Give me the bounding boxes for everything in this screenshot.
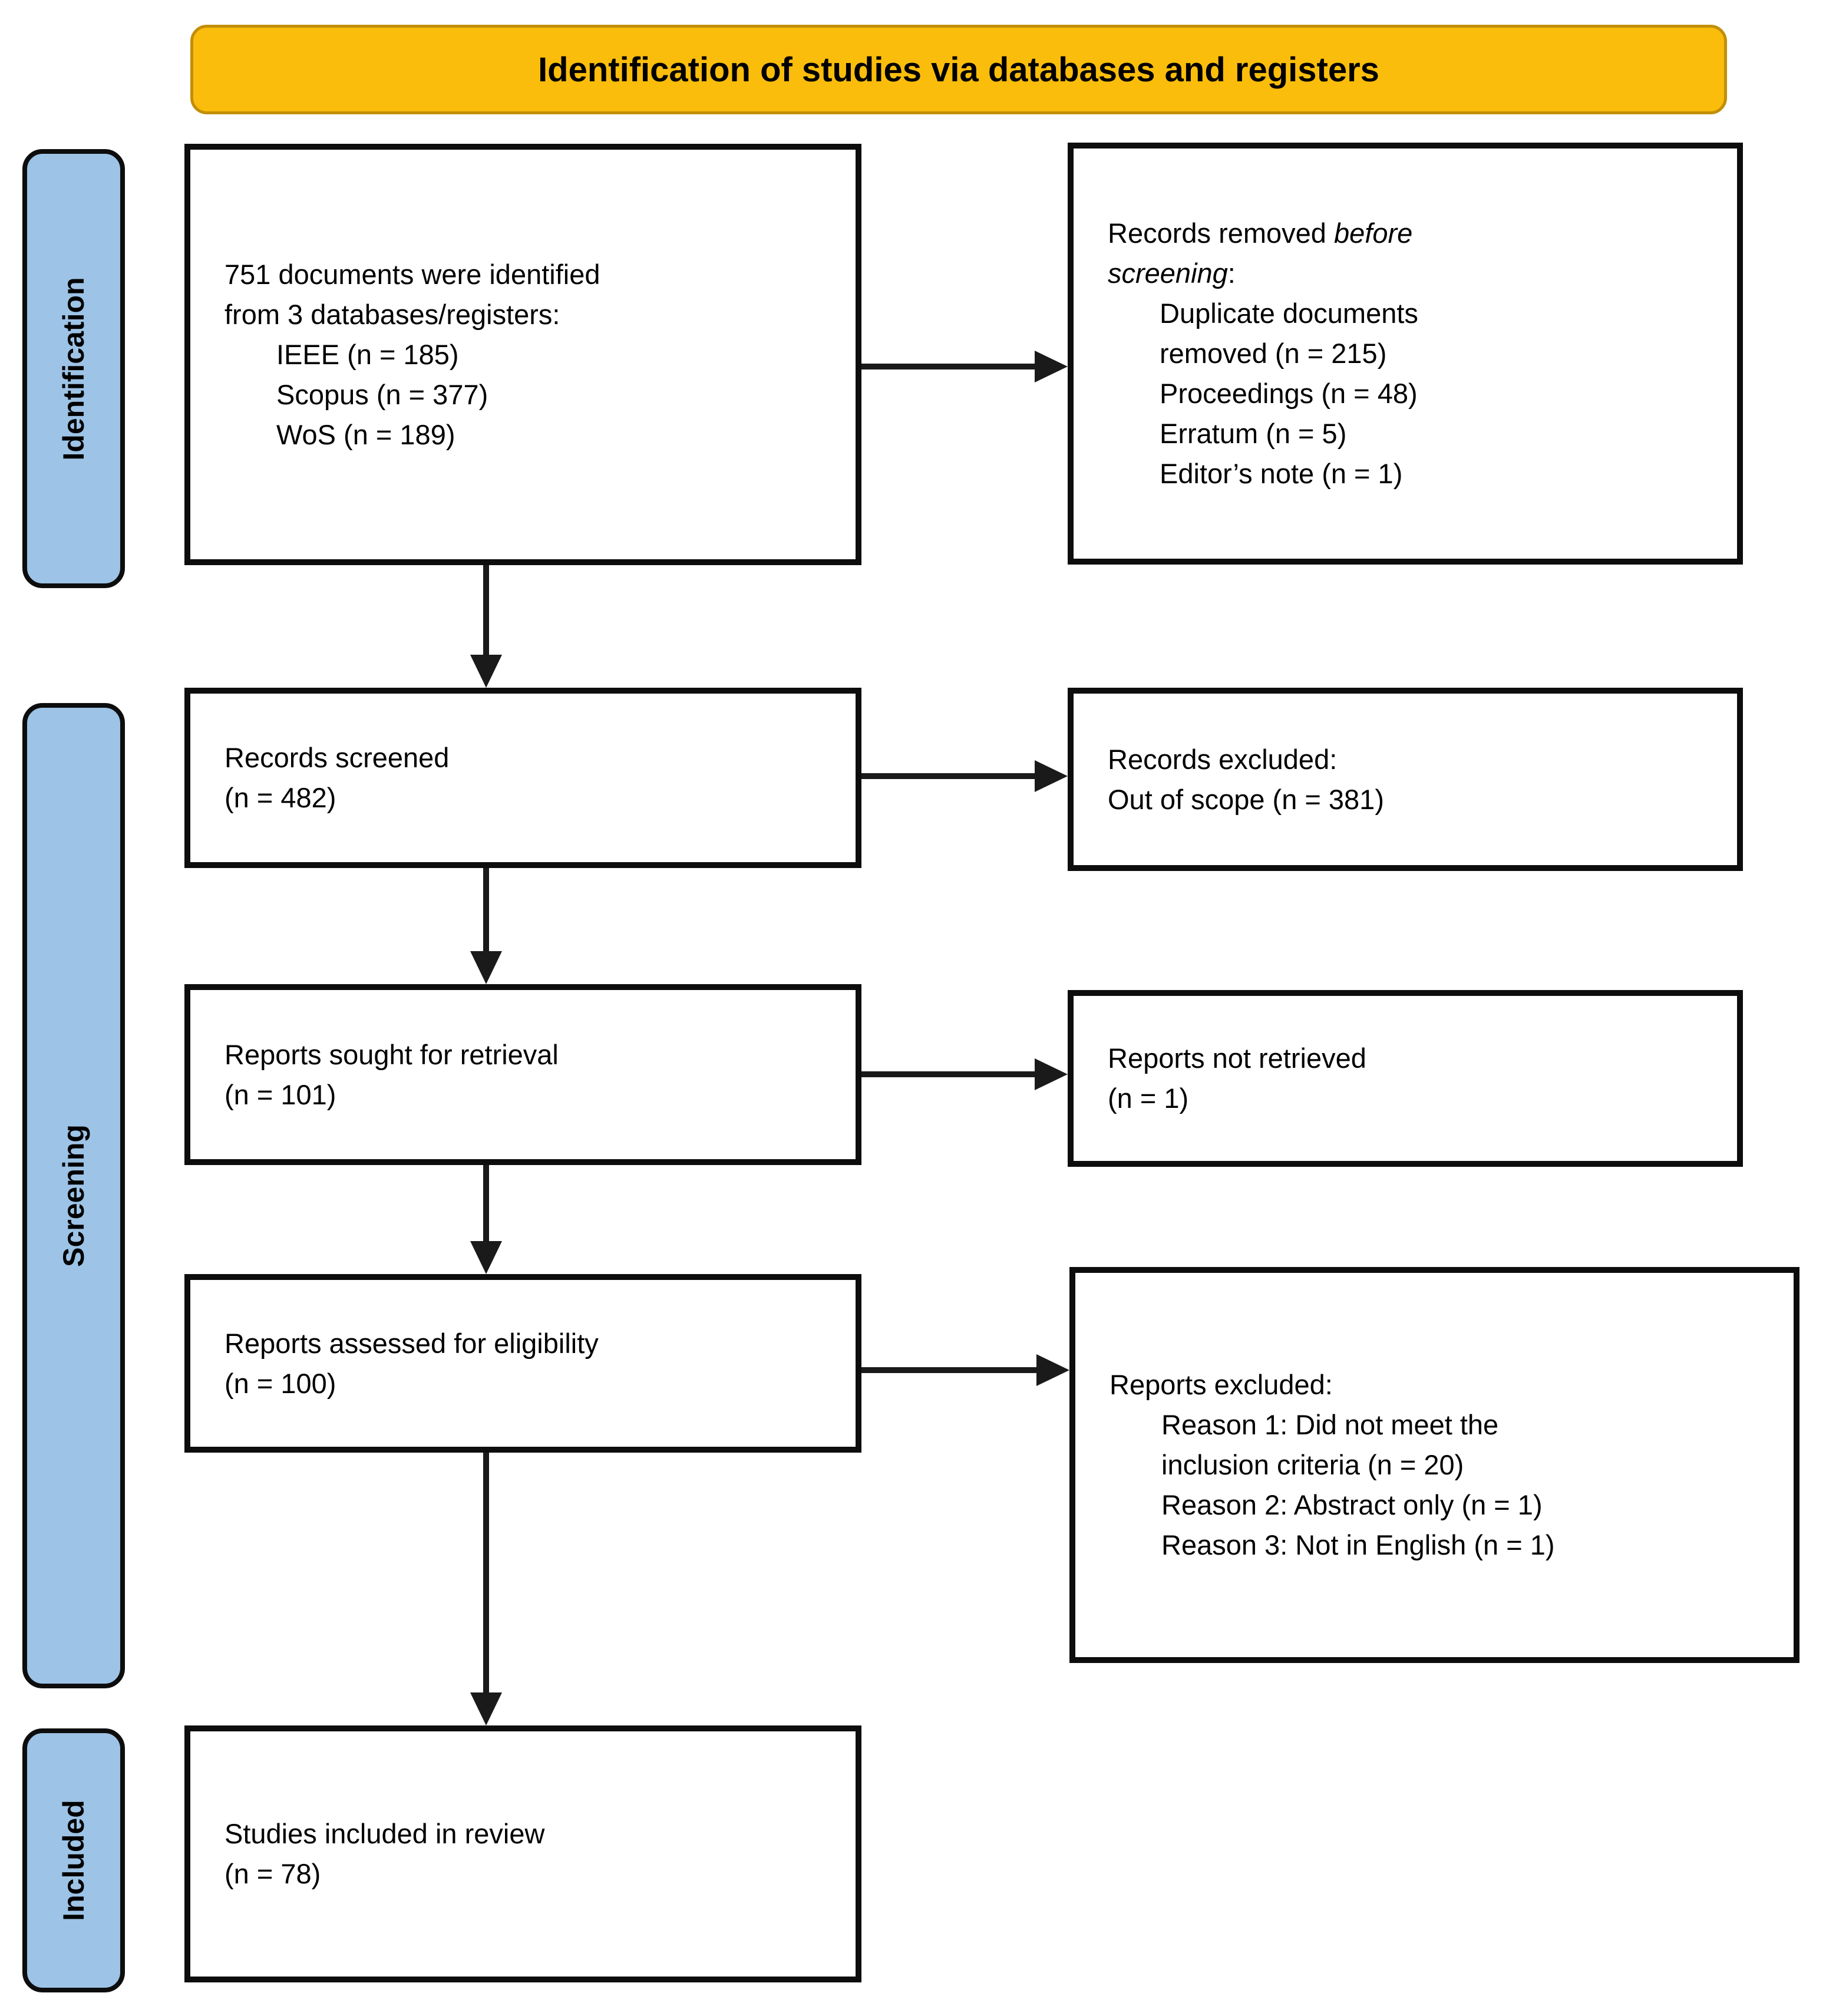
arrow-screened-to-excluded-line	[861, 773, 1037, 779]
arrow-sought-to-notretrieved-head	[1035, 1058, 1068, 1090]
arrow-screened-to-sought-head	[470, 951, 502, 984]
box-studies-included: Studies included in review (n = 78)	[184, 1725, 861, 1982]
removed-item-erratum: Erratum (n = 5)	[1160, 418, 1347, 449]
arrow-identified-to-screened-line	[483, 565, 489, 656]
records-removed-lead-italic1: before	[1334, 217, 1413, 249]
reports-excluded-title: Reports excluded:	[1110, 1369, 1333, 1400]
banner-title: Identification of studies via databases …	[538, 50, 1379, 89]
reports-not-retrieved-count: (n = 1)	[1108, 1083, 1189, 1114]
records-removed-lead-italic2: screening	[1108, 258, 1228, 289]
records-removed-lead-regular: Records removed	[1108, 217, 1334, 249]
stage-label-identification-text: Identification	[57, 276, 90, 461]
reports-not-retrieved-line1: Reports not retrieved	[1108, 1042, 1366, 1074]
box-reports-sought-count: (n = 101)	[224, 1078, 336, 1110]
arrow-identified-to-screened-head	[470, 655, 502, 688]
box-records-identified-line2: from 3 databases/registers:	[224, 298, 560, 330]
arrow-assessed-to-reportsexcluded-head	[1036, 1354, 1069, 1386]
reports-excluded-reason2: Reason 2: Abstract only (n = 1)	[1161, 1489, 1543, 1520]
banner: Identification of studies via databases …	[190, 25, 1727, 114]
box-reports-sought: Reports sought for retrieval (n = 101)	[184, 984, 861, 1165]
stage-label-screening-text: Screening	[57, 1124, 90, 1267]
arrow-sought-to-assessed-line	[483, 1165, 489, 1243]
source-ieee: IEEE (n = 185)	[276, 338, 459, 370]
source-wos: WoS (n = 189)	[276, 418, 455, 450]
records-removed-lead-colon: :	[1227, 258, 1236, 289]
reports-excluded-reason1-line2: inclusion criteria (n = 20)	[1161, 1449, 1464, 1480]
records-removed-lead-line1: Records removed before	[1108, 213, 1719, 253]
arrow-assessed-to-included-head	[470, 1692, 502, 1725]
arrow-screened-to-sought-line	[483, 868, 489, 953]
box-records-screened-count: (n = 482)	[224, 782, 336, 813]
box-records-identified: 751 documents were identified from 3 dat…	[184, 144, 861, 565]
arrow-assessed-to-reportsexcluded-line	[861, 1367, 1039, 1373]
box-reports-assessed-line1: Reports assessed for eligibility	[224, 1327, 599, 1359]
box-reports-assessed: Reports assessed for eligibility (n = 10…	[184, 1274, 861, 1453]
box-records-screened-line1: Records screened	[224, 742, 450, 773]
source-scopus: Scopus (n = 377)	[276, 378, 488, 410]
removed-item-proceedings: Proceedings (n = 48)	[1160, 378, 1418, 409]
box-reports-not-retrieved: Reports not retrieved (n = 1)	[1068, 990, 1743, 1167]
removed-item-duplicates-line2: removed (n = 215)	[1160, 338, 1387, 369]
removed-item-duplicates-line1: Duplicate documents	[1160, 298, 1418, 329]
box-reports-assessed-count: (n = 100)	[224, 1367, 336, 1399]
stage-label-included-text: Included	[57, 1800, 90, 1921]
stage-label-included: Included	[22, 1728, 125, 1992]
box-records-removed-before-screening: Records removed before screening: Duplic…	[1068, 143, 1743, 565]
records-excluded-line1: Records excluded:	[1108, 743, 1338, 775]
reports-excluded-reason3: Reason 3: Not in English (n = 1)	[1161, 1529, 1555, 1560]
box-records-identified-line1: 751 documents were identified	[224, 258, 600, 290]
arrow-screened-to-excluded-head	[1035, 760, 1068, 792]
box-studies-included-line1: Studies included in review	[224, 1818, 545, 1849]
reports-excluded-reason1-line1: Reason 1: Did not meet the	[1161, 1409, 1499, 1440]
arrow-assessed-to-included-line	[483, 1453, 489, 1695]
box-studies-included-count: (n = 78)	[224, 1858, 321, 1889]
records-excluded-line2: Out of scope (n = 381)	[1108, 783, 1384, 815]
arrow-identified-to-removed-line	[861, 364, 1037, 369]
box-records-screened: Records screened (n = 482)	[184, 688, 861, 868]
arrow-identified-to-removed-head	[1035, 351, 1068, 382]
records-removed-lead-line2: screening:	[1108, 253, 1719, 293]
removed-item-editors-note: Editor’s note (n = 1)	[1160, 458, 1403, 489]
box-records-excluded: Records excluded: Out of scope (n = 381)	[1068, 688, 1743, 871]
box-reports-sought-line1: Reports sought for retrieval	[224, 1038, 559, 1070]
box-reports-excluded: Reports excluded: Reason 1: Did not meet…	[1069, 1267, 1799, 1663]
stage-label-identification: Identification	[22, 149, 125, 588]
arrow-sought-to-assessed-head	[470, 1241, 502, 1274]
arrow-sought-to-notretrieved-line	[861, 1071, 1037, 1077]
stage-label-screening: Screening	[22, 703, 125, 1688]
